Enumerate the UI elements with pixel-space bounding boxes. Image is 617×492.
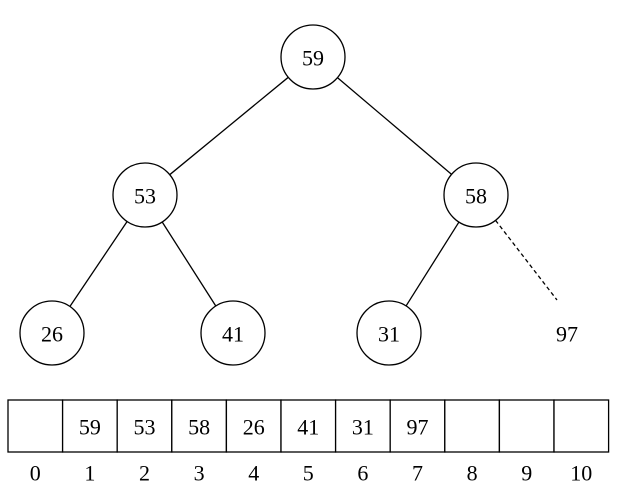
array-cell-box [334,399,391,453]
array-cell-value: 53 [134,415,156,440]
tree-node-value: 41 [222,322,244,347]
tree-edge [69,221,128,307]
array-index-label: 1 [84,461,95,486]
tree-edges [69,76,558,307]
tree-node-value: 26 [41,322,63,347]
array-index-label: 7 [412,461,423,486]
array-index-label: 8 [467,461,478,486]
array-index-label: 9 [521,461,532,486]
array-cell: 41 [280,399,337,453]
array-cell-value: 26 [243,415,265,440]
tree-node-value: 59 [302,46,324,71]
array-index-label: 4 [248,461,259,486]
array-index-label: 10 [570,461,592,486]
array-cell-box [444,399,501,453]
array-cell-box [280,399,337,453]
tree-edge [161,221,217,307]
tree-node: 26 [19,300,85,366]
tree-edge [337,77,452,175]
array-cell [553,399,610,453]
tree-node: 41 [200,300,266,366]
array-cell-box [61,399,118,453]
array-indices: 0 1 2 3 4 5 6 7 8 9 10 [30,461,592,486]
pending-insert-value: 97 [556,322,578,347]
array-cell-value: 97 [407,415,429,440]
tree-edge [169,76,289,176]
tree-node: 53 [112,162,178,228]
array-cell-box [171,399,228,453]
array-cell-value: 31 [352,415,374,440]
tree-nodes: 59 53 58 26 41 31 [19,24,509,366]
array-index-label: 5 [303,461,314,486]
array-cell-box [389,399,446,453]
tree-node-circle [200,300,266,366]
heap-array: 59 53 58 26 41 31 97 [7,399,610,453]
array-cell-value: 59 [79,415,101,440]
array-index-label: 3 [194,461,205,486]
array-cell: 26 [225,399,282,453]
array-index-label: 0 [30,461,41,486]
tree-node-value: 31 [378,322,400,347]
array-cell: 97 [389,399,446,453]
tree-node-circle [356,300,422,366]
array-cell-value: 58 [188,415,210,440]
array-cell-box [7,399,64,453]
array-index-label: 6 [357,461,368,486]
array-cell-box [116,399,173,453]
array-cell [444,399,501,453]
array-cell [498,399,555,453]
tree-node-circle [443,162,509,228]
array-cell-value: 41 [297,415,319,440]
tree-node: 31 [356,300,422,366]
tree-node: 59 [280,24,346,90]
pending-edge-dashed [495,219,558,301]
array-cell: 58 [171,399,228,453]
array-index-label: 2 [139,461,150,486]
tree-node-circle [280,24,346,90]
array-cell-box [553,399,610,453]
tree-node-value: 58 [465,184,487,209]
array-cell: 53 [116,399,173,453]
array-cell: 31 [334,399,391,453]
tree-node-circle [19,300,85,366]
array-cell-box [225,399,282,453]
tree-edge [405,221,460,307]
tree-node: 58 [443,162,509,228]
array-cell-box [498,399,555,453]
array-cell [7,399,64,453]
tree-node-value: 53 [134,184,156,209]
tree-node-circle [112,162,178,228]
array-cell: 59 [61,399,118,453]
